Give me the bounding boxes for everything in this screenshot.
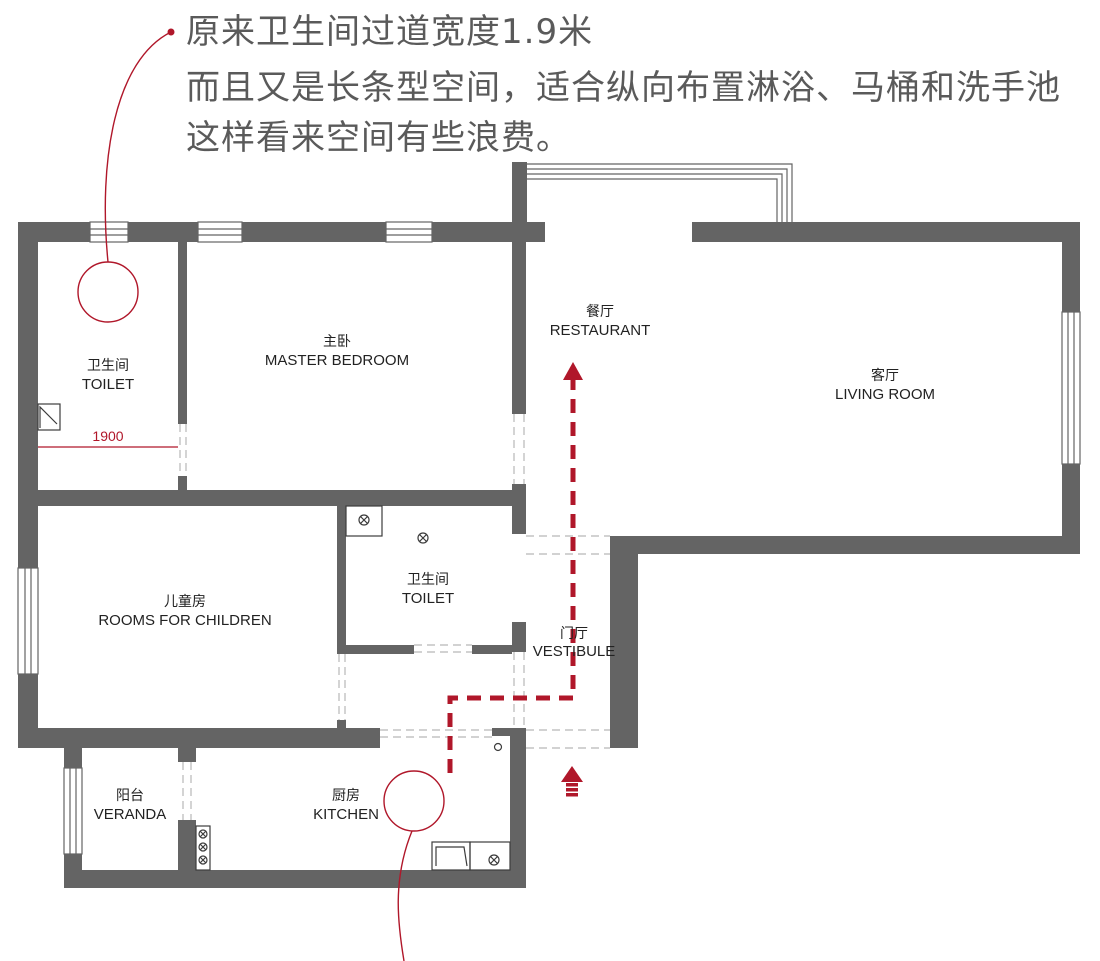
room-label-cn: 客厅 <box>871 367 899 384</box>
circulation-path <box>447 378 576 773</box>
interior-walls <box>38 242 526 870</box>
highlight-circle-kitchen <box>383 770 445 832</box>
kitchen-sink-icon <box>431 841 471 871</box>
room-label-cn: 餐厅 <box>586 304 614 320</box>
balcony-railing <box>527 163 793 222</box>
kitchen-drain-icon <box>469 841 511 871</box>
room-label-en: LIVING ROOM <box>835 386 935 403</box>
annotations: 1900 <box>38 28 583 961</box>
windows <box>17 221 1081 855</box>
leader-line-bottom <box>397 830 413 961</box>
room-label-cn: 主卧 <box>323 334 351 350</box>
dimension-value: 1900 <box>92 428 123 444</box>
ceiling-light-icon <box>417 532 429 544</box>
exterior-walls <box>18 162 1080 888</box>
room-label-en: ROOMS FOR CHILDREN <box>98 612 271 629</box>
fixtures <box>37 403 511 871</box>
room-label-cn: 卫生间 <box>87 358 129 374</box>
room-label-en: TOILET <box>82 376 134 393</box>
room-label-cn: 厨房 <box>332 788 360 804</box>
arrow-up-icon <box>563 362 583 380</box>
leader-line-top <box>104 31 172 263</box>
floor-drain-icon <box>345 505 383 537</box>
room-label-cn: 门厅 <box>560 626 588 642</box>
toilet-fixture-icon <box>37 403 61 431</box>
room-label-en: RESTAURANT <box>550 322 651 339</box>
pipe-icon <box>493 742 503 752</box>
highlight-circle-toilet <box>77 261 139 323</box>
room-label-en: TOILET <box>402 590 454 607</box>
room-label-en: VERANDA <box>94 806 167 823</box>
door-openings <box>179 414 610 820</box>
room-labels: 卫生间 TOILET 主卧 MASTER BEDROOM 餐厅 RESTAURA… <box>82 304 935 823</box>
room-label-en: VESTIBULE <box>533 643 616 660</box>
room-label-cn: 儿童房 <box>164 593 206 610</box>
stove-burners-icon <box>195 825 211 871</box>
room-label-en: KITCHEN <box>313 806 379 823</box>
entrance-arrow-icon <box>561 766 583 797</box>
room-label-cn: 卫生间 <box>407 572 449 588</box>
headline-line-1: 原来卫生间过道宽度1.9米 <box>186 12 594 52</box>
room-label-cn: 阳台 <box>116 788 144 804</box>
room-label-en: MASTER BEDROOM <box>265 352 409 369</box>
headline-line-2: 而且又是长条型空间，适合纵向布置淋浴、马桶和洗手池 <box>186 68 1061 108</box>
headline-line-3: 这样看来空间有些浪费。 <box>186 118 571 158</box>
